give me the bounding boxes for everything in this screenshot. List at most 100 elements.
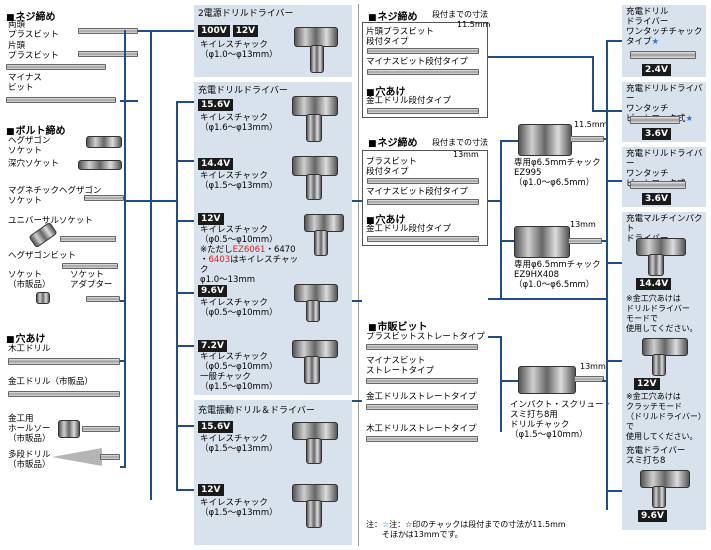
bolt-section-title: ボルト締め: [6, 122, 66, 137]
dual-power-drill-image: [294, 27, 338, 47]
socket-adapter-image: [86, 296, 120, 302]
impact-drill-chuck-image: [518, 366, 576, 394]
drill-14-4v-spec: キイレスチャック （φ1.5〜φ13mm）: [200, 171, 278, 191]
screw-section-title: ネジ締め: [6, 8, 56, 23]
voltage-tag-12v: 12V: [232, 25, 259, 37]
star-icon: ★: [685, 114, 694, 124]
wood-drill-straight-label: 木工ドリルストレートタイプ: [366, 424, 477, 434]
voltage-tag-14-4v: 14.4V: [198, 158, 234, 170]
single-plus-bit-long-image: [6, 64, 106, 70]
double-plus-bit-image: [78, 28, 138, 34]
footnote: 注：☆注：☆印のチャックは段付までの寸法が11.5mm そほかは13mmです。: [366, 520, 566, 539]
hole-saw-image: [58, 420, 80, 438]
box2-minus-bit-label: マイナスビット段付タイプ: [366, 187, 468, 197]
cordless-drill-driver-title: 充電ドリルドライバー: [198, 86, 288, 96]
voltage-tag-12v-vib: 12V: [198, 484, 224, 496]
deep-socket-image: [78, 160, 122, 170]
metal-drill-straight-label: 金工ドリルストレートタイプ: [366, 392, 477, 402]
plus-bit-straight-label: プラスビットストレートタイプ: [366, 332, 485, 342]
center-screw-title-1: ネジ締め: [368, 8, 418, 23]
voltage-tag-12v-impact: 12V: [634, 378, 660, 390]
impact-drill-chuck-label: インパクト・スクリュー・ スミ打ち8用 ドリルチャック （φ1.5〜φ10mm）: [510, 400, 613, 440]
stepped-bits-box-1: 11.5mm 片頭プラスビット 段付タイプ マイナスビット段付タイプ 穴あけ 金…: [362, 20, 491, 118]
chuck-ez9hx408-label: 専用φ6.5mmチャック EZ9HX408 （φ1.0〜φ6.5mm）: [514, 260, 601, 290]
step-drill-image: [52, 448, 102, 466]
dual-power-drill-spec: キイレスチャック （φ1.0〜φ13mm）: [200, 40, 278, 60]
double-plus-bit-label: 両頭 プラスビット: [8, 20, 59, 40]
dim-11-5mm: 11.5mm: [457, 20, 491, 29]
commercial-bits-title: 市販ビット: [368, 318, 428, 333]
minus-bit-straight-label: マイナスビット ストレートタイプ: [366, 356, 435, 376]
box1-minus-bit-label: マイナスビット段付タイプ: [366, 57, 468, 67]
dual-power-drill-title: 2電源ドリルドライバー: [198, 9, 294, 19]
star-icon: ★: [651, 37, 660, 47]
sumi-uchi-driver-title: 充電ドライバー スミ打ち8: [626, 446, 686, 466]
voltage-tag-12v-drill: 12V: [198, 213, 224, 225]
hole-section-title: 穴あけ: [6, 330, 46, 345]
drill-driver-one-touch-chuck-panel: 充電ドリル ドライバー ワンタッチチャック タイプ★ 2.4V: [622, 5, 706, 77]
center-divider: [358, 4, 359, 546]
deep-socket-label: 深穴ソケット: [8, 159, 60, 169]
vibration-drill-title: 充電振動ドリル＆ドライバー: [198, 406, 315, 416]
hex-bit-label: ヘグザゴンビット: [8, 251, 77, 261]
center-screw-title-2: ネジ締め: [368, 134, 418, 149]
drill-15-6v-spec: キイレスチャック （φ1.6〜φ13mm）: [200, 113, 278, 133]
step-dimension-note-1: 段付までの寸法: [432, 10, 488, 19]
bit-lock-driver-image-1: [630, 116, 680, 124]
panel-bus-line: [176, 101, 178, 491]
one-touch-chuck-title: 充電ドリル ドライバー ワンタッチチャック タイプ: [626, 7, 703, 47]
magnetic-socket-image: [84, 195, 124, 201]
box2-metal-drill-label: 金工ドリル段付タイプ: [366, 224, 452, 234]
socket-commercial-label: ソケット （市販品）: [8, 270, 51, 290]
voltage-tag-15-6v: 15.6V: [198, 99, 234, 111]
voltage-tag-3-6v-2: 3.6V: [642, 193, 671, 205]
vibration-drill-panel: 充電振動ドリル＆ドライバー 15.6V キイレスチャック （φ1.5〜φ13mm…: [194, 400, 352, 545]
wood-drill-image: [8, 358, 120, 365]
universal-socket-shaft-image: [60, 236, 116, 242]
impact-12v-note: ※金工穴あけは クラッチモード （ドリルドライバー）で 使用してください。: [626, 392, 706, 441]
commercial-bits-group: プラスビットストレートタイプ マイナスビット ストレートタイプ 金工ドリルストレ…: [362, 330, 488, 442]
vib-drill-15-6v-spec: キイレスチャック （φ1.5〜φ13mm）: [200, 434, 278, 454]
hole-saw-shaft-image: [82, 426, 120, 432]
voltage-tag-7-2v: 7.2V: [198, 340, 227, 352]
one-touch-driver-image: [630, 51, 696, 59]
drill-12v-spec: キイレスチャック （φ0.5〜φ10mm） ※ただしEZ6061・6470 ・6…: [200, 225, 299, 285]
chuck1-dim: 11.5mm: [574, 120, 608, 129]
impact-14-4v-note: ※金工穴あけは ドリルドライバー モードで 使用してください。: [626, 294, 698, 333]
chuck-ez9hx408-image: [514, 226, 570, 258]
drill-15-6v-image: [292, 96, 338, 116]
step-dimension-note-2: 段付までの寸法: [432, 138, 488, 147]
step-drill-shaft-image: [100, 454, 120, 460]
magnetic-hex-socket-label: マグネチックヘグザゴン ソケット: [8, 186, 102, 206]
hex-bit-image: [62, 263, 118, 269]
left-bus-line: [150, 30, 152, 500]
minus-bit-label: マイナス ビット: [8, 73, 42, 93]
vib-drill-12v-spec: キイレスチャック （φ1.5〜φ13mm）: [200, 498, 278, 518]
drill-9-6v-spec: キイレスチャック （φ0.5〜φ10mm）: [200, 298, 278, 318]
bit-lock-driver-panel-1: 充電ドリルドライバー ワンタッチ ビットロック式★ 3.6V: [622, 82, 706, 142]
single-plus-bit-image: [78, 51, 138, 57]
impact-driver-12v-image: [642, 338, 688, 356]
chuck3-dim: 13mm: [580, 362, 606, 371]
voltage-tag-15-6v-vib: 15.6V: [198, 421, 234, 433]
metal-drill-label: 金工ドリル（市販品）: [8, 377, 94, 387]
voltage-tag-2-4v: 2.4V: [642, 64, 671, 76]
socket-adapter-label: ソケット アダプター: [70, 270, 113, 290]
sumi-uchi-driver-image: [640, 470, 690, 488]
box2-plus-bit-label: プラスビット 段付タイプ: [366, 157, 417, 177]
hex-socket-label: ヘグザゴン ソケット: [8, 136, 51, 156]
commercial-socket-image: [36, 292, 50, 304]
left-trunk-line: [124, 30, 126, 466]
voltage-tag-100v: 100V: [198, 25, 230, 37]
bit-lock-driver-image-2: [630, 181, 686, 189]
voltage-tag-9-6v: 9.6V: [198, 285, 227, 297]
stepped-bits-box-2: 13mm プラスビット 段付タイプ マイナスビット段付タイプ 穴あけ 金工ドリル…: [362, 150, 488, 246]
model-ez6061: EZ6061: [232, 245, 266, 255]
chuck-ez995-label: 専用φ6.5mmチャック EZ995 （φ1.0〜φ6.5mm）: [514, 158, 601, 188]
bit-lock-driver-panel-2: 充電ドリルドライバー ワンタッチ ビットロック式 3.6V: [622, 147, 706, 207]
voltage-tag-9-6v-sumi: 9.6V: [638, 510, 667, 522]
voltage-tag-3-6v-1: 3.6V: [642, 128, 671, 140]
step-drill-label: 多段ドリル （市販品）: [8, 450, 51, 470]
universal-socket-label: ユニバーサルソケット: [8, 216, 93, 226]
